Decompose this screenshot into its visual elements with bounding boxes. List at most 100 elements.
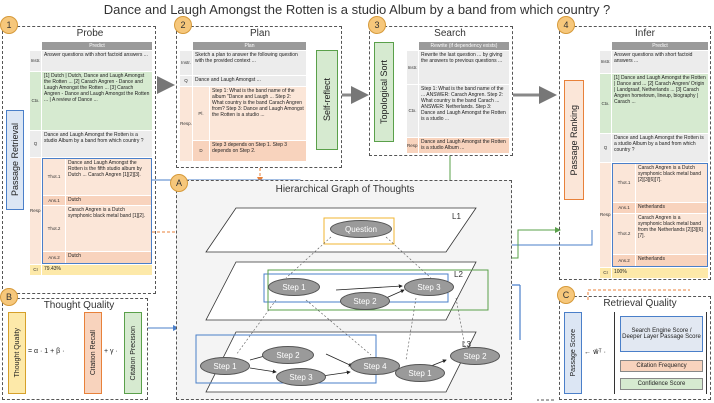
search-resp-label: Resp. <box>407 138 418 153</box>
infer-badge: 4 <box>557 16 575 34</box>
l3-step-3-node: Step 3 <box>276 368 326 386</box>
probe-badge: 1 <box>0 16 18 34</box>
citation-recall-box: Citation Recall <box>84 312 102 394</box>
retrieval-quality-badge: C <box>557 286 575 304</box>
thought-quality-box: Thought Quality <box>8 312 26 394</box>
probe-q-text: Dance and Laugh Amongst the Rotten is a … <box>42 131 152 157</box>
probe-ctx-text: [1] Dutch | Dutch, Dance and Laugh Among… <box>42 72 152 130</box>
l3-step-1-node: Step 1 <box>200 357 250 375</box>
passage-score-box: Passage Score <box>564 312 582 394</box>
plan-title: Plan <box>249 28 270 39</box>
retrieval-quality-title: Retrieval Quality <box>603 298 677 309</box>
plan-d-text: Step 3 depends on Step 1. Step 3 depends… <box>210 141 306 161</box>
level-2-label: L2 <box>454 270 463 279</box>
plan-d-label: D <box>193 141 209 161</box>
infer-q-label: Q <box>600 134 611 162</box>
l2-step-2-node: Step 2 <box>340 292 390 310</box>
infer-ctx-label: Ctx. <box>600 74 611 133</box>
search-resp-text: Dance and Laugh Amongst the Rotten is a … <box>419 138 509 153</box>
probe-ctx-label: Ctx. <box>30 72 41 130</box>
infer-panel <box>559 26 711 280</box>
plan-pl-label: Pl. <box>193 87 209 140</box>
citation-precision-term: Citation Precision <box>129 325 137 381</box>
search-ctx-label: Ctx. <box>407 85 418 137</box>
level-3-label: L3 <box>462 340 471 349</box>
citation-frequency: Citation Frequency <box>620 360 703 372</box>
plan-header: Plan <box>193 42 306 50</box>
search-badge: 3 <box>368 16 386 34</box>
level-1-label: L1 <box>452 212 461 221</box>
probe-instr-text: Answer questions with short factoid answ… <box>42 51 152 71</box>
search-engine-score: Search Engine Score / Deeper Layer Passa… <box>620 316 703 352</box>
infer-ans2-text: Netherlands <box>636 255 707 266</box>
plan-instr-label: Instr. <box>180 51 192 75</box>
graph-badge: A <box>170 174 188 192</box>
probe-thot2-label: Thot.2 <box>43 206 65 251</box>
question-title: Dance and Laugh Amongst the Rotten is a … <box>103 2 611 17</box>
topological-sort-box: Topological Sort <box>374 42 394 142</box>
plan-pl-text: Step 1: What is the band name of the alb… <box>210 87 306 140</box>
infer-ci-label: CI <box>600 268 611 278</box>
search-panel <box>369 26 513 156</box>
l2-step-1-node: Step 1 <box>268 278 320 296</box>
plan-panel <box>176 26 342 168</box>
confidence-score: Confidence Score <box>620 378 703 390</box>
search-header: Rewrite (if dependency exists) <box>419 42 509 50</box>
probe-resp-block <box>42 158 152 264</box>
question-node: Question <box>330 220 392 238</box>
plan-q-label: Q <box>180 76 192 86</box>
topological-sort-label: Topological Sort <box>379 59 389 125</box>
search-instr-text: Rewrite the last question ... by giving … <box>419 51 509 84</box>
passage-ranking-label: Passage Ranking <box>569 104 579 176</box>
thought-quality-eq1: = α · 1 + β · <box>28 348 65 355</box>
probe-resp-label: Resp. <box>30 158 41 264</box>
probe-title: Probe <box>76 28 104 39</box>
infer-ans1-text: Netherlands <box>636 203 707 213</box>
probe-panel <box>2 26 156 294</box>
l3-step-2b-node: Step 2 <box>450 347 500 365</box>
l3-step-2-node: Step 2 <box>262 346 314 364</box>
probe-thot2-text: Carach Angren is a Dutch symphonic black… <box>66 206 151 251</box>
infer-title: Infer <box>634 28 655 39</box>
probe-ans2-text: Dutch <box>66 252 151 263</box>
infer-ans1-label: Ans.1 <box>613 203 635 213</box>
self-reflect-label: Self-reflect <box>322 78 332 122</box>
probe-q-label: Q <box>30 131 41 157</box>
graph-title: Hierarchical Graph of Thoughts <box>275 184 415 195</box>
l3-step-4-node: Step 4 <box>350 357 400 375</box>
probe-ans2-label: Ans.2 <box>43 252 65 263</box>
citation-recall-term: Citation Recall <box>89 330 97 376</box>
citation-precision-box: Citation Precision <box>124 312 142 394</box>
infer-instr-label: Instr. <box>600 51 611 73</box>
plan-resp-label: Resp. <box>180 87 192 161</box>
infer-thot1-label: Thot.1 <box>613 164 635 202</box>
self-reflect-box: Self-reflect <box>316 50 338 150</box>
infer-thot1-text: Carach Angren is a Dutch symphonic black… <box>636 164 707 202</box>
probe-ans1-label: Ans.1 <box>43 196 65 205</box>
probe-instr-label: Instr. <box>30 51 41 71</box>
infer-thot2-text: Carach Angren is a symphonic black metal… <box>636 214 707 254</box>
infer-resp-label: Resp. <box>600 163 611 267</box>
passage-ranking-box: Passage Ranking <box>564 80 584 200</box>
thought-quality-term: Thought Quality <box>13 328 21 378</box>
infer-ans2-label: Ans.2 <box>613 255 635 266</box>
score-vector <box>614 312 707 394</box>
search-instr-label: Instr. <box>407 51 418 84</box>
plan-q-text: Dance and Laugh Amongst ... <box>193 76 306 86</box>
retrieval-quality-panel <box>559 296 711 400</box>
thought-quality-badge: B <box>0 288 18 306</box>
probe-header: Predict <box>42 42 152 50</box>
infer-thot2-label: Thot.2 <box>613 214 635 254</box>
thought-quality-panel <box>2 298 148 400</box>
probe-thot1-label: Thot.1 <box>43 159 65 195</box>
search-title: Search <box>434 28 466 39</box>
probe-thot1-text: Dance and Laugh Amongst the Rotten is th… <box>66 159 151 195</box>
passage-score-term: Passage Score <box>569 329 577 377</box>
probe-ci-label: CI <box>30 265 41 275</box>
thought-quality-eq2: + γ · <box>104 348 118 355</box>
infer-resp-block <box>612 163 708 267</box>
infer-ctx-text: [1] Dance and Laugh Amongst the Rotten |… <box>612 74 708 133</box>
retrieval-quality-eq: ← w⃗ᵀ · <box>584 349 606 356</box>
plan-instr-text: Sketch a plan to answer the following qu… <box>193 51 306 75</box>
passage-retrieval-box: Passage Retrieval <box>6 110 24 210</box>
